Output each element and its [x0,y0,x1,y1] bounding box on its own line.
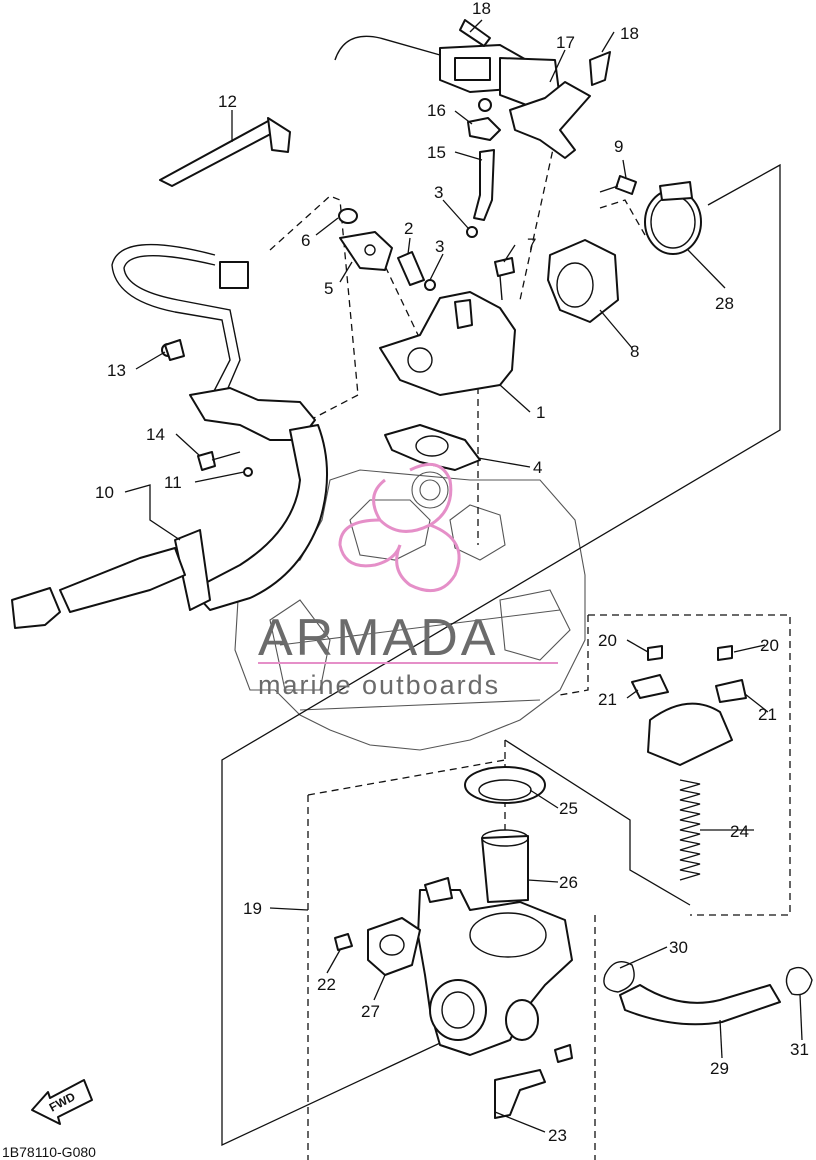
callout-12: 12 [218,92,237,111]
gasket [384,424,481,471]
callout-11: 11 [164,473,182,492]
throttle-sensor-assembly [334,19,561,112]
throttle-body [417,877,573,1056]
callout-20-left: 20 [598,631,617,650]
return-hose [603,961,813,1026]
watermark-brand: ARMADA [258,609,498,667]
figure-code: 1B78110-G080 [2,1144,96,1160]
callout-4: 4 [533,458,542,477]
callout-29: 29 [710,1059,729,1078]
fuel-bolts [164,339,253,477]
callout-9: 9 [614,137,623,156]
callout-2: 2 [404,219,413,238]
watermark-tagline: marine outboards [258,670,500,700]
callout-23: 23 [548,1126,567,1145]
armada-watermark: ARMADA marine outboards [258,462,558,700]
callout-20-right: 20 [760,636,779,655]
armada-logo-mark [338,462,461,593]
position-sensor [334,917,421,976]
callout-30: 30 [669,938,688,957]
cable-tie [159,117,291,187]
callout-26: 26 [559,873,578,892]
group-outlines [269,139,791,1160]
mounting-bracket [509,51,611,159]
diaphragm-cover [631,645,747,766]
hose-clamp [644,181,702,255]
callout-15: 15 [427,143,446,162]
reference-lines [221,163,781,1147]
callout-7: 7 [527,235,536,254]
return-spring [679,779,701,881]
callout-5: 5 [324,279,333,298]
callout-31: 31 [790,1040,809,1059]
callout-14: 14 [146,425,165,444]
hose-clip [467,117,501,141]
callout-21-right: 21 [758,705,777,724]
callout-10: 10 [95,483,114,502]
callout-27: 27 [361,1002,380,1021]
callout-24: 24 [730,822,749,841]
callout-28: 28 [715,294,734,313]
intake-joint [547,239,619,323]
callout-18-right: 18 [620,24,639,43]
callout-22: 22 [317,975,336,994]
small-hose [473,149,495,221]
callout-13: 13 [107,361,126,380]
callout-3-upper: 3 [434,183,443,202]
callout-6: 6 [301,231,310,250]
fuel-hose-assembly [11,243,328,629]
callout-19: 19 [243,899,262,918]
callout-1: 1 [536,403,545,422]
callout-8: 8 [630,342,639,361]
small-fittings [338,208,478,291]
callout-16: 16 [427,101,446,120]
callout-25: 25 [559,799,578,818]
leader-lines [124,19,803,1133]
bolts [494,175,637,301]
throttle-joint [379,291,516,396]
watermark-divider [258,662,558,664]
lower-bracket [494,1044,573,1119]
piston-valve [481,829,529,903]
callout-17: 17 [556,33,575,52]
callout-labels: 18 17 18 12 16 15 9 3 2 3 7 6 5 28 8 13 … [95,0,809,1145]
callout-3-lower: 3 [435,237,444,256]
callout-21-left: 21 [598,690,617,709]
callout-18-top: 18 [472,0,491,18]
diaphragm [464,766,546,804]
fwd-direction-arrow: FWD [31,1079,93,1125]
